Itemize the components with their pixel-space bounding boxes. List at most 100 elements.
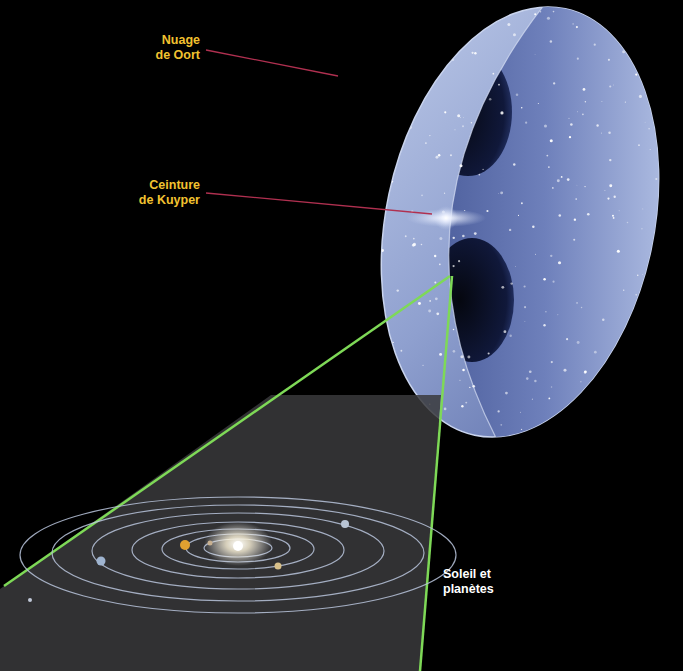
star-dot [469, 387, 470, 388]
star-dot [453, 329, 455, 331]
star-dot [534, 13, 536, 15]
star-dot [661, 302, 663, 304]
star-dot [435, 65, 438, 68]
star-dot [459, 30, 460, 31]
star-dot [413, 243, 416, 246]
star-dot [657, 281, 659, 283]
star-dot [418, 302, 421, 305]
star-dot [448, 37, 450, 39]
star-dot [564, 369, 567, 372]
star-dot [648, 128, 650, 130]
star-dot [635, 294, 637, 296]
star-dot [429, 135, 430, 136]
star-dot [661, 209, 664, 212]
star-dot [489, 98, 492, 101]
star-dot [507, 23, 510, 26]
star-dot [434, 255, 436, 257]
star-dot [581, 307, 582, 308]
star-dot [544, 124, 547, 127]
star-dot [604, 189, 606, 191]
star-dot [497, 410, 499, 412]
star-dot [505, 392, 508, 395]
star-dot [524, 321, 526, 323]
star-dot [558, 261, 561, 264]
star-dot [658, 55, 660, 57]
star-dot [387, 100, 389, 102]
star-dot [636, 333, 638, 335]
star-dot [559, 214, 562, 217]
star-dot [557, 179, 560, 182]
star-dot [421, 244, 423, 246]
star-dot [582, 114, 584, 116]
star-dot [623, 289, 624, 290]
star-dot [427, 2, 430, 5]
star-dot [413, 238, 415, 240]
star-dot [594, 8, 597, 11]
star-dot [430, 18, 432, 20]
star-dot [612, 374, 614, 376]
star-dot [498, 193, 500, 195]
star-dot [458, 260, 460, 262]
star-dot [550, 255, 552, 257]
star-dot [583, 88, 586, 91]
star-dot [550, 139, 553, 142]
star-dot [429, 300, 431, 302]
star-dot [612, 215, 614, 217]
star-dot [513, 33, 516, 36]
star-dot [609, 85, 611, 87]
star-dot [659, 285, 661, 287]
star-dot [392, 342, 393, 343]
star-dot [552, 281, 554, 283]
star-dot [580, 381, 581, 382]
star-dot [653, 96, 655, 98]
star-dot [638, 144, 640, 146]
star-dot [525, 122, 527, 124]
star-dot [428, 309, 431, 312]
star-dot [474, 232, 477, 235]
star-dot [611, 367, 613, 369]
star-dot [612, 84, 614, 86]
star-dot [540, 11, 542, 13]
star-dot [571, 412, 573, 414]
star-dot [543, 324, 545, 326]
star-dot [573, 239, 575, 241]
star-dot [664, 290, 666, 292]
belt-label: Ceinture de Kuyper [134, 178, 200, 208]
star-dot [584, 371, 587, 374]
star-dot [397, 289, 399, 291]
star-dot [380, 212, 382, 214]
star-dot [609, 159, 611, 161]
star-dot [488, 352, 490, 354]
star-dot [462, 235, 465, 238]
star-dot [574, 403, 575, 404]
star-dot [521, 429, 522, 430]
star-dot [452, 59, 454, 61]
star-dot [639, 95, 642, 98]
star-dot [651, 43, 653, 45]
star-dot [479, 2, 481, 4]
star-dot [547, 17, 550, 20]
star-dot [534, 380, 536, 382]
star-dot [523, 444, 526, 447]
star-dot [637, 275, 638, 276]
star-dot [384, 121, 386, 123]
star-dot [640, 36, 642, 38]
star-dot [573, 417, 575, 419]
star-dot [596, 124, 598, 126]
star-dot [570, 123, 573, 126]
star-dot [568, 118, 569, 119]
star-dot [535, 433, 538, 436]
star-dot [575, 198, 577, 200]
star-dot [439, 237, 442, 240]
star-dot [524, 285, 526, 287]
star-dot [397, 145, 399, 147]
star-dot [561, 176, 563, 178]
star-dot [513, 163, 515, 165]
star-dot [383, 29, 384, 30]
star-dot [474, 52, 476, 54]
star-dot [599, 391, 601, 393]
star-dot [521, 107, 523, 109]
star-dot [462, 125, 464, 127]
star-dot [643, 334, 645, 336]
star-dot [627, 222, 629, 224]
